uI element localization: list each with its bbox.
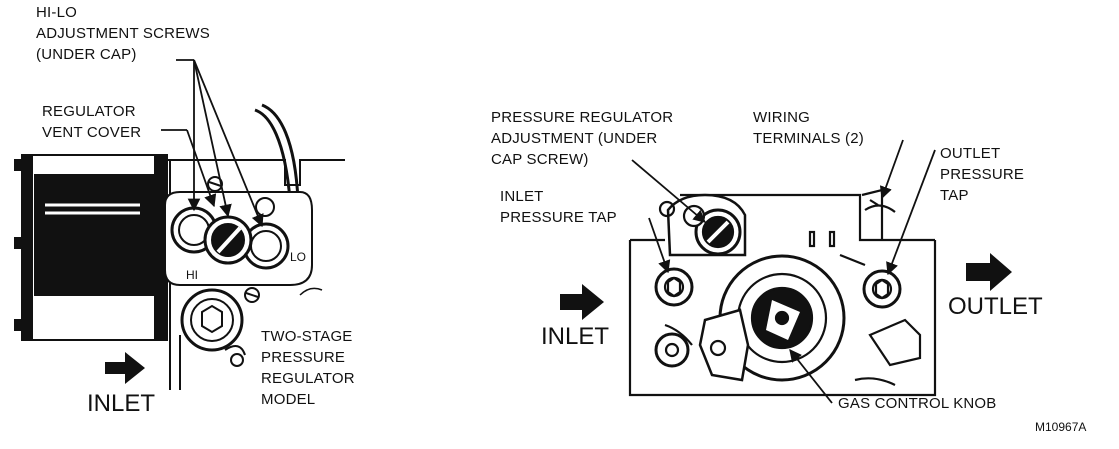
right-inlet-arrow <box>560 284 604 320</box>
hi-label: HI <box>186 268 198 282</box>
left-inlet-label: INLET <box>87 390 156 417</box>
right-inlet-label: INLET <box>541 323 610 350</box>
lo-label: LO <box>290 250 307 264</box>
left-valve-illustration <box>14 103 345 390</box>
figure-code: M10967A <box>1035 420 1087 434</box>
pressure-regulator-adjustment-label: PRESSURE REGULATOR ADJUSTMENT (UNDER CAP… <box>491 109 674 168</box>
left-leader-lines <box>161 59 264 228</box>
two-stage-pressure-regulator-model-label: TWO-STAGE PRESSURE REGULATOR MODEL <box>261 328 355 408</box>
regulator-vent-cover-label: REGULATOR VENT COVER <box>42 103 142 141</box>
right-leader-lines <box>631 139 936 404</box>
right-outlet-label: OUTLET <box>948 293 1043 320</box>
inlet-pressure-tap-label: INLET PRESSURE TAP <box>500 188 617 226</box>
left-inlet-arrow <box>105 352 145 384</box>
right-valve-illustration <box>628 188 937 397</box>
wiring-terminals-label: WIRING TERMINALS (2) <box>753 109 864 147</box>
outlet-pressure-tap-label: OUTLET PRESSURE TAP <box>940 145 1025 204</box>
hi-lo-adjustment-screws-label: HI-LO ADJUSTMENT SCREWS (UNDER CAP) <box>36 4 210 63</box>
gas-control-knob-label: GAS CONTROL KNOB <box>838 395 997 412</box>
right-outlet-arrow <box>966 253 1012 291</box>
